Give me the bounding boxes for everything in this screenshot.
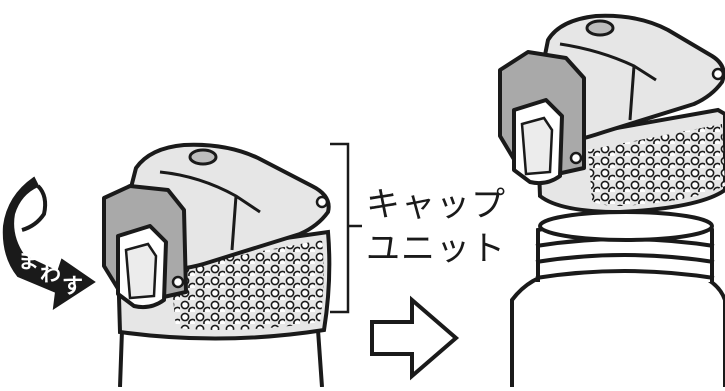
step-arrow-icon: [372, 300, 456, 376]
rotate-arrow-icon: ま わ す: [4, 178, 94, 308]
twist-char-3: す: [62, 274, 83, 298]
twist-char-2: わ: [40, 262, 61, 286]
cap-unit-bracket: [330, 144, 362, 312]
cap-unit-label-line2: ユニット: [366, 232, 506, 266]
left-bottle-assembly: [104, 145, 329, 387]
right-cap-unit: [500, 16, 725, 212]
cap-unit-label-line1: キャップ: [366, 188, 506, 222]
left-vent-hole: [190, 150, 216, 164]
left-latch-pivot: [173, 277, 183, 287]
twist-char-1: ま: [18, 249, 39, 273]
left-latch-inner: [126, 244, 156, 298]
right-latch-inner: [522, 118, 552, 174]
right-vent-hole: [587, 21, 613, 35]
right-bottle-body: [512, 272, 725, 387]
right-hinge-pin: [713, 69, 723, 79]
right-bottle: [512, 212, 725, 387]
right-bottle-mouth: [540, 212, 712, 240]
left-hinge-pin: [317, 197, 327, 207]
right-latch-pivot: [571, 153, 581, 163]
